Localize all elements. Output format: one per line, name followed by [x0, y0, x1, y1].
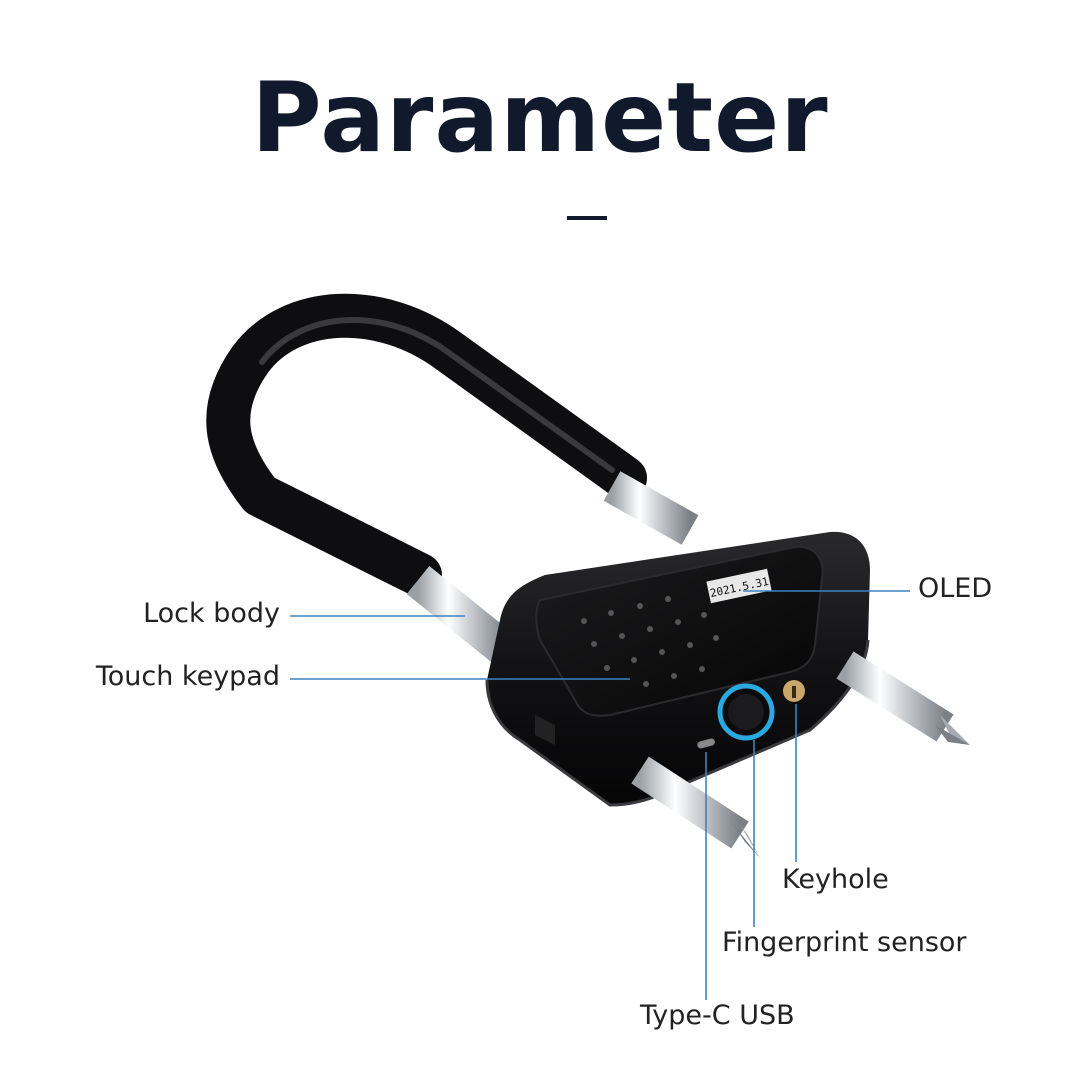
- lock-body: 2021.5.31: [485, 531, 870, 807]
- usb-label: Type-C USB: [640, 1000, 795, 1031]
- title-underline: [567, 216, 607, 220]
- touch-keypad-label: Touch keypad: [95, 661, 280, 692]
- lock-body-label: Lock body: [143, 598, 280, 629]
- shackle-pins: [631, 651, 970, 858]
- keypad-keys: [581, 596, 719, 687]
- callout-lines: [290, 590, 910, 1000]
- usb-port: [697, 738, 715, 749]
- oled-label: OLED: [918, 573, 993, 604]
- shackle: [206, 293, 699, 665]
- keyhole-label: Keyhole: [782, 864, 889, 895]
- fingerprint-label: Fingerprint sensor: [722, 927, 967, 958]
- page-title: Parameter: [251, 62, 829, 174]
- oled-screen: [706, 568, 772, 604]
